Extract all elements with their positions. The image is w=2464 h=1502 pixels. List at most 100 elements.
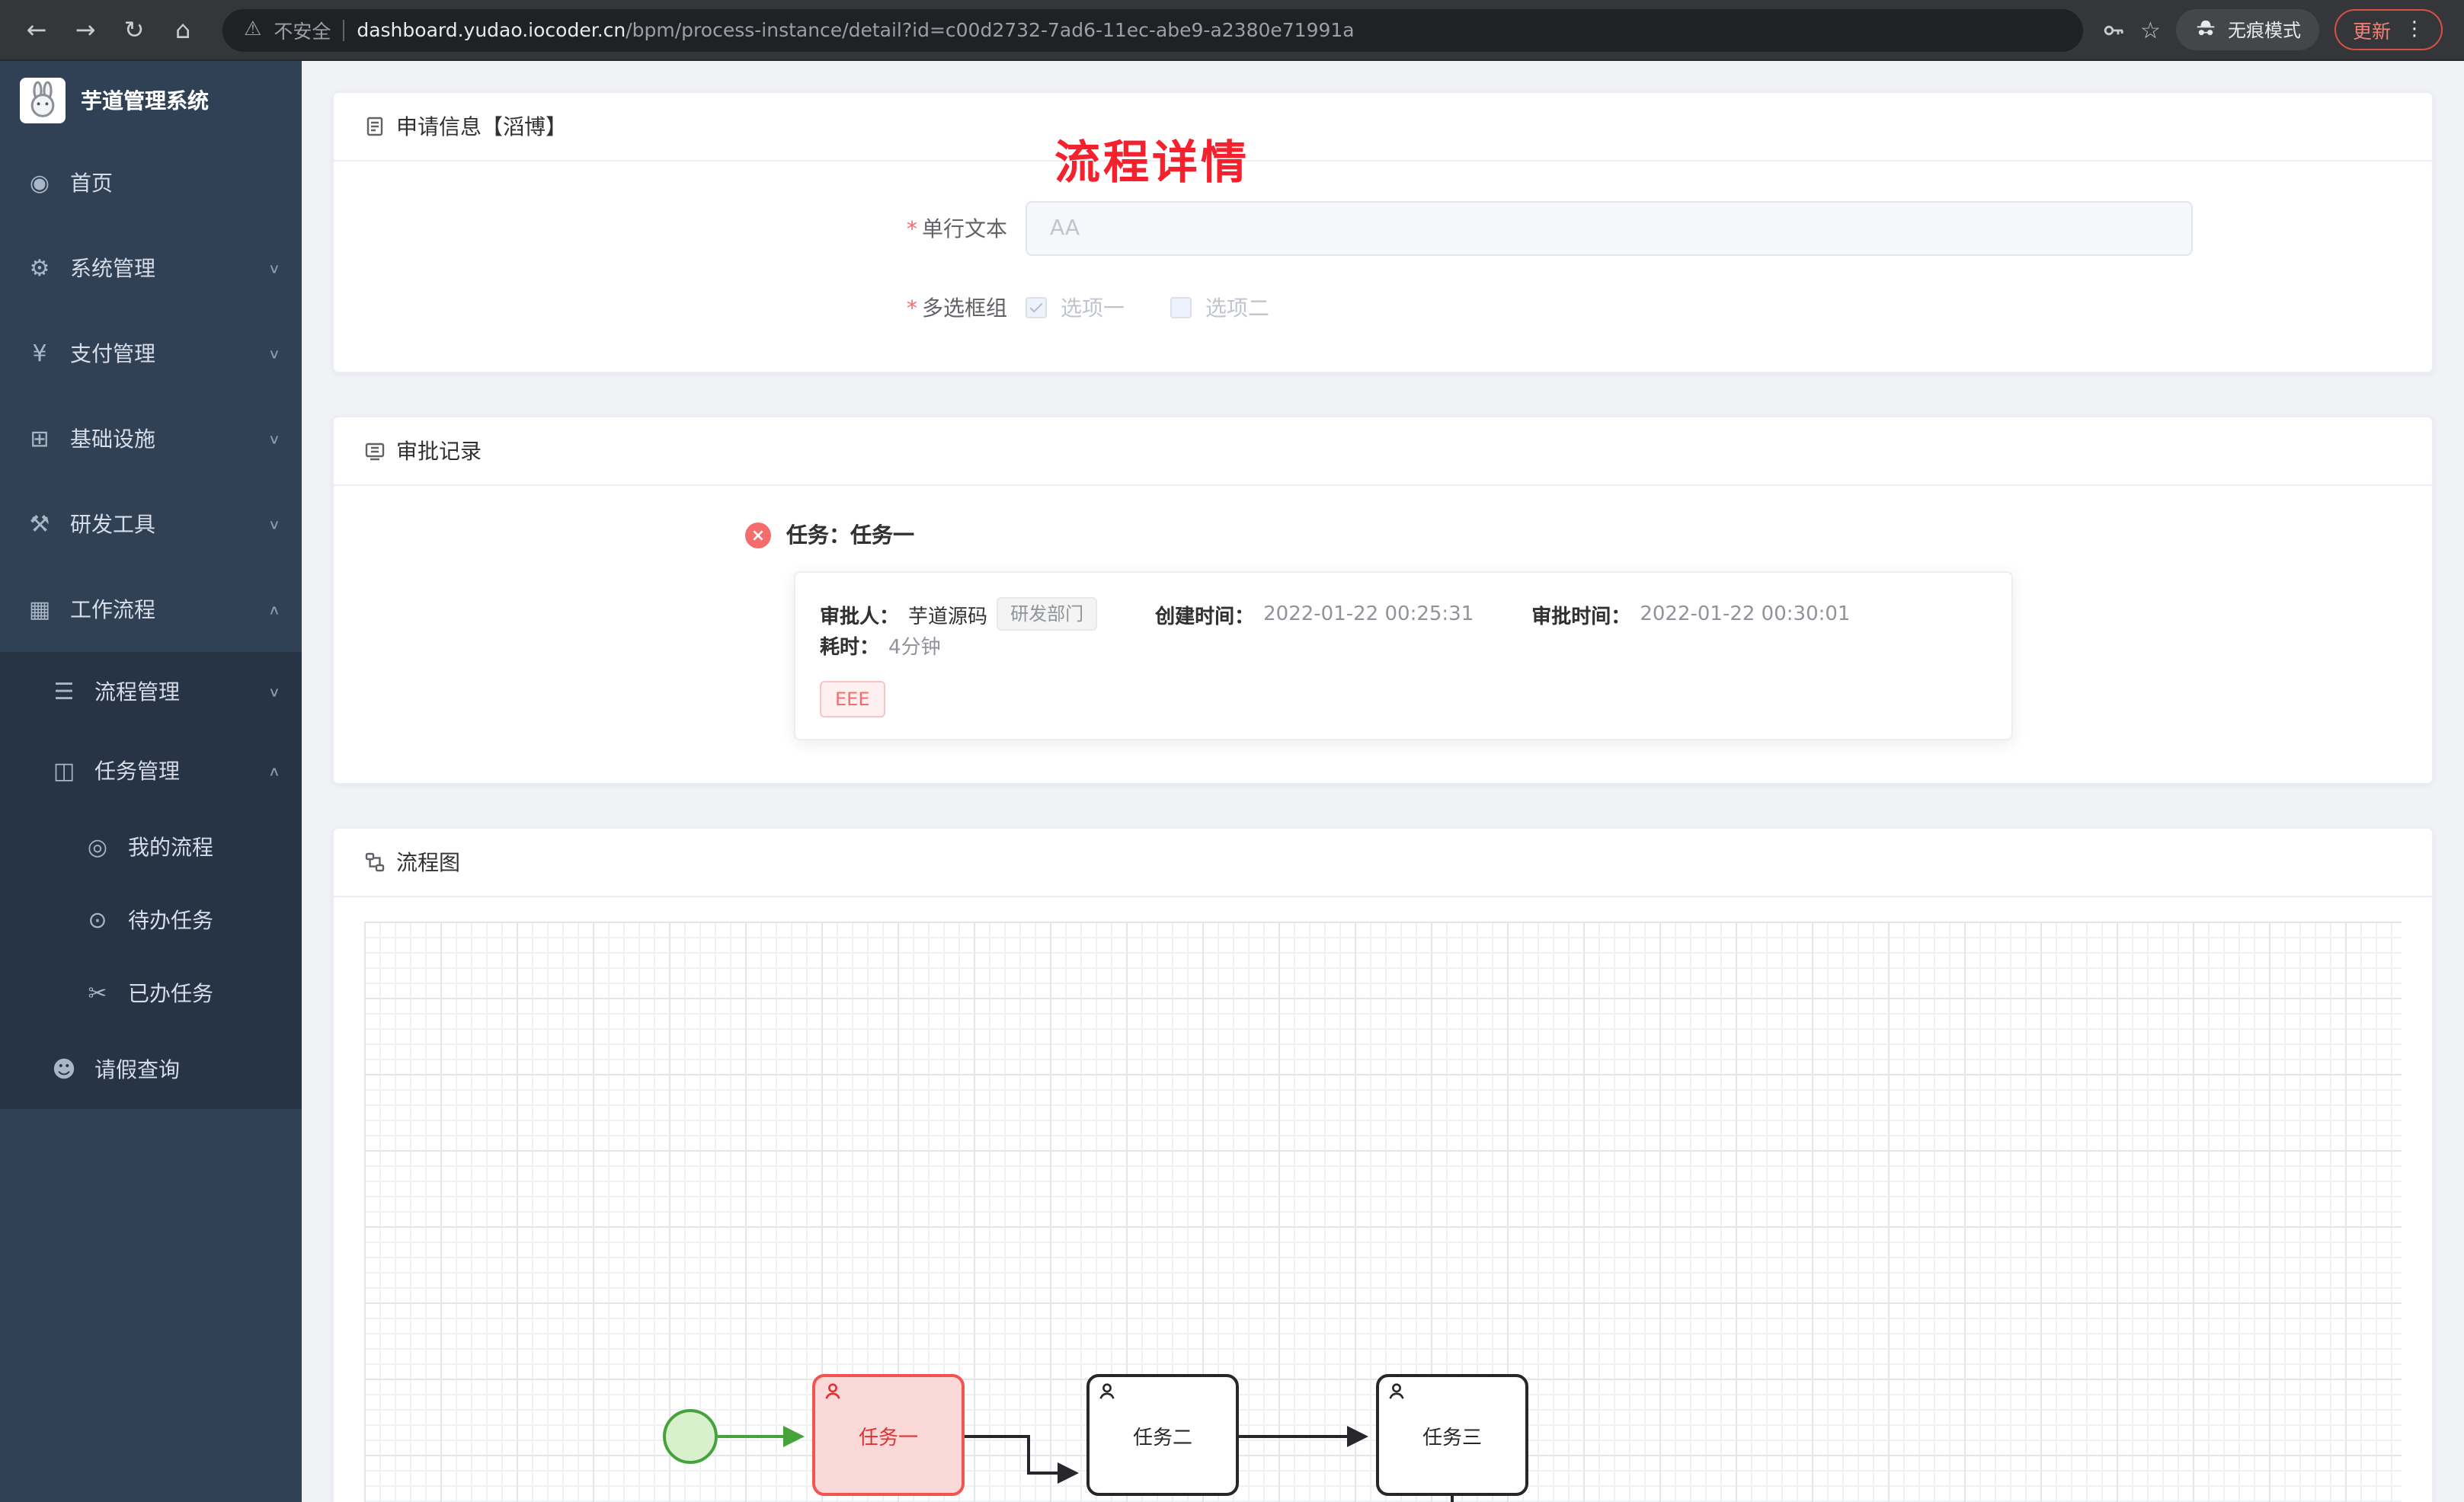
my-process-icon: ◎ xyxy=(87,833,108,861)
checkbox-option-1[interactable]: 选项一 xyxy=(1026,292,1125,323)
record-icon xyxy=(364,440,386,462)
checkbox-option-2[interactable]: 选项二 xyxy=(1170,292,1269,323)
create-time-group: 创建时间： 2022-01-22 00:25:31 xyxy=(1155,599,1474,628)
checkbox-label: 选项二 xyxy=(1205,297,1269,321)
apply-info-header: 申请信息【滔博】 xyxy=(334,93,2432,161)
chevron-down-icon: ∨ xyxy=(267,345,280,362)
browser-menu-icon[interactable]: ⋮ xyxy=(2405,18,2424,41)
browser-toolbar: ← → ↻ ⌂ ⚠ 不安全 dashboard.yudao.iocoder.cn… xyxy=(0,0,2464,61)
flow-task1-to-task2 xyxy=(965,1435,1079,1484)
sidebar-item-done-tasks[interactable]: ✂ 已办任务 xyxy=(0,957,302,1030)
toolbar-right-controls: ☆ 无痕模式 更新 ⋮ xyxy=(2101,9,2449,50)
sidebar-item-system-mgmt[interactable]: ⚙ 系统管理 ∨ xyxy=(0,225,302,311)
password-key-icon[interactable] xyxy=(2101,18,2125,42)
task-node-1[interactable]: 任务一 xyxy=(812,1374,965,1496)
task-label: 任务三 xyxy=(1422,1427,1482,1449)
chevron-down-icon: ∨ xyxy=(267,683,280,700)
sidebar-menu: ◉ 首页 ⚙ 系统管理 ∨ ¥ 支付管理 ∨ ⊞ 基础设施 ∨ xyxy=(0,140,302,1109)
task-title: 任务：任务一 xyxy=(786,524,914,548)
app-logo-rabbit-icon xyxy=(20,78,66,123)
approval-records-card: 审批记录 × 任务：任务一 审批人： 芋道源码 研发部门 xyxy=(332,416,2434,785)
approve-time-group: 审批时间： 2022-01-22 00:30:01 xyxy=(1531,599,1850,628)
workflow-submenu: ☰ 流程管理 ∨ ◫ 任务管理 ∧ ◎ 我的流程 xyxy=(0,652,302,1109)
single-line-text-input[interactable]: AA xyxy=(1026,201,2193,256)
url-domain: dashboard.yudao.iocoder.cn xyxy=(357,18,626,41)
sidebar-item-label: 基础设施 xyxy=(70,428,155,452)
duration-label: 耗时： xyxy=(820,637,880,660)
not-secure-label: 不安全 xyxy=(274,20,331,43)
tools-icon: ⚒ xyxy=(29,510,50,538)
incognito-badge[interactable]: 无痕模式 xyxy=(2175,9,2319,50)
sidebar-item-todo-tasks[interactable]: ⊙ 待办任务 xyxy=(0,884,302,957)
app-title: 芋道管理系统 xyxy=(81,90,209,114)
sidebar-item-workflow[interactable]: ▦ 工作流程 ∧ xyxy=(0,567,302,652)
dashboard-icon: ◉ xyxy=(29,169,50,197)
sidebar-item-label: 首页 xyxy=(70,172,113,197)
form-row-text: *单行文本 AA xyxy=(364,201,2402,256)
update-label: 更新 xyxy=(2352,20,2391,43)
sidebar-item-home[interactable]: ◉ 首页 xyxy=(0,140,302,225)
required-mark: * xyxy=(907,297,917,321)
apply-info-card: 申请信息【滔博】 *单行文本 AA *多选框组 xyxy=(332,91,2434,373)
sidebar-item-infrastructure[interactable]: ⊞ 基础设施 ∨ xyxy=(0,396,302,481)
reload-icon[interactable]: ↻ xyxy=(123,15,145,44)
sidebar-item-my-process[interactable]: ◎ 我的流程 xyxy=(0,810,302,884)
sidebar-item-label: 系统管理 xyxy=(70,257,155,282)
text-field-label: *单行文本 xyxy=(364,213,1026,244)
task-node-2[interactable]: 任务二 xyxy=(1086,1374,1239,1496)
checkbox-group-label: *多选框组 xyxy=(364,292,1026,323)
forward-icon[interactable]: → xyxy=(75,15,96,44)
approval-timeline: × 任务：任务一 审批人： 芋道源码 研发部门 创建时间： xyxy=(334,486,2432,783)
sidebar-item-leave-query[interactable]: ☻ 请假查询 xyxy=(0,1030,302,1109)
process-diagram-header: 流程图 xyxy=(334,829,2432,897)
process-diagram-card: 流程图 xyxy=(332,827,2434,1502)
workflow-icon: ▦ xyxy=(28,596,51,623)
browser-update-button[interactable]: 更新 ⋮ xyxy=(2334,9,2443,50)
sidebar-item-payment-mgmt[interactable]: ¥ 支付管理 ∨ xyxy=(0,311,302,396)
back-icon[interactable]: ← xyxy=(26,15,47,44)
sidebar-item-label: 待办任务 xyxy=(128,909,213,934)
sidebar-item-dev-tools[interactable]: ⚒ 研发工具 ∨ xyxy=(0,481,302,567)
not-secure-warning-icon: ⚠ xyxy=(244,18,262,41)
main-content[interactable]: 流程详情 申请信息【滔博】 *单行文本 AA xyxy=(302,61,2464,1502)
start-event-node[interactable] xyxy=(663,1409,718,1464)
approval-detail-card: 审批人： 芋道源码 研发部门 创建时间： 2022-01-22 00:25:31… xyxy=(794,571,2013,740)
sidebar-item-label: 工作流程 xyxy=(70,599,155,623)
task-label: 任务二 xyxy=(1132,1427,1192,1449)
process-diagram-body: 任务一 任务二 任务三 xyxy=(334,897,2432,1502)
input-value: AA xyxy=(1050,216,1080,241)
chevron-down-icon: ∨ xyxy=(267,516,280,532)
required-mark: * xyxy=(907,218,917,242)
person-icon: ☻ xyxy=(52,1056,76,1083)
task-mgmt-submenu: ◎ 我的流程 ⊙ 待办任务 ✂ 已办任务 xyxy=(0,810,302,1030)
chevron-down-icon: ∨ xyxy=(267,430,280,447)
bpmn-canvas[interactable]: 任务一 任务二 任务三 xyxy=(364,922,2402,1502)
apply-form: *单行文本 AA *多选框组 选项一 xyxy=(334,161,2432,372)
user-task-icon xyxy=(1097,1382,1117,1401)
duration-value: 4分钟 xyxy=(888,637,941,660)
sidebar-item-label: 任务管理 xyxy=(94,760,180,785)
bookmark-star-icon[interactable]: ☆ xyxy=(2140,16,2161,43)
incognito-label: 无痕模式 xyxy=(2227,20,2301,41)
task-tree-icon: ◫ xyxy=(53,757,75,785)
chevron-up-icon: ∧ xyxy=(267,601,280,618)
sidebar-item-task-mgmt[interactable]: ◫ 任务管理 ∧ xyxy=(0,731,302,810)
app-logo-row[interactable]: 芋道管理系统 xyxy=(0,61,302,140)
address-bar[interactable]: ⚠ 不安全 dashboard.yudao.iocoder.cn/bpm/pro… xyxy=(222,8,2083,51)
yen-icon: ¥ xyxy=(32,340,47,367)
task-node-3[interactable]: 任务三 xyxy=(1376,1374,1528,1496)
home-icon[interactable]: ⌂ xyxy=(174,15,191,44)
bpmn-connectors xyxy=(718,1426,1454,1502)
url-text: dashboard.yudao.iocoder.cn/bpm/process-i… xyxy=(357,18,1354,41)
apply-info-title: 申请信息【滔博】 xyxy=(396,116,567,140)
eye-icon: ⊙ xyxy=(88,906,107,934)
sidebar-item-label: 请假查询 xyxy=(94,1059,180,1083)
approver-group: 审批人： 芋道源码 研发部门 xyxy=(820,597,1098,631)
sidebar: 芋道管理系统 ◉ 首页 ⚙ 系统管理 ∨ ¥ 支付管理 ∨ ⊞ xyxy=(0,61,302,1502)
user-task-icon xyxy=(1387,1382,1406,1401)
sidebar-item-process-mgmt[interactable]: ☰ 流程管理 ∨ xyxy=(0,652,302,731)
diagram-icon xyxy=(364,852,386,873)
incognito-icon xyxy=(2194,16,2217,43)
timeline-item: × 任务：任务一 xyxy=(745,519,2402,550)
